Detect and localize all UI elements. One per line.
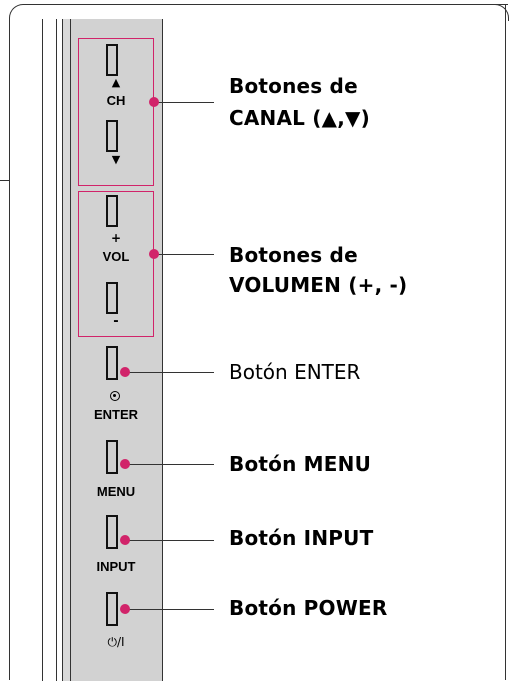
input-pointer-dot xyxy=(120,535,130,545)
channel-up-button[interactable] xyxy=(106,44,118,76)
volume-plus-icon: + xyxy=(110,231,122,245)
frame-left-tick xyxy=(0,180,9,181)
input-connector-line xyxy=(127,540,214,541)
diagram-frame xyxy=(9,4,508,680)
enter-button[interactable] xyxy=(106,346,118,380)
volume-connector-line xyxy=(157,254,214,255)
tv-edge-line-2 xyxy=(56,19,57,681)
menu-callout: Botón MENU xyxy=(229,452,372,476)
volume-callout-line2: VOLUMEN (+, -) xyxy=(229,273,408,297)
input-callout: Botón INPUT xyxy=(229,526,374,550)
volume-minus-icon: - xyxy=(113,314,119,329)
enter-icon xyxy=(110,391,120,401)
power-callout: Botón POWER xyxy=(229,596,388,620)
enter-pointer-dot xyxy=(120,367,130,377)
channel-callout-line1: Botones de xyxy=(229,74,358,98)
enter-callout: Botón ENTER xyxy=(229,360,361,384)
menu-connector-line xyxy=(127,464,214,465)
channel-label: CH xyxy=(106,93,126,108)
tv-edge-line-3 xyxy=(62,19,63,681)
input-label: INPUT xyxy=(96,559,136,574)
volume-up-button[interactable] xyxy=(106,195,118,227)
menu-pointer-dot xyxy=(120,459,130,469)
power-icon: ⏻/I xyxy=(107,635,125,649)
channel-connector-line xyxy=(157,102,214,103)
channel-down-button[interactable] xyxy=(106,120,118,152)
tv-edge-line-1 xyxy=(42,19,43,681)
volume-callout-line1: Botones de xyxy=(229,243,358,267)
frame-right-border xyxy=(505,4,506,680)
menu-button[interactable] xyxy=(106,440,118,474)
volume-pointer-dot xyxy=(149,249,159,259)
menu-label: MENU xyxy=(96,484,136,499)
power-button[interactable] xyxy=(106,592,118,626)
power-pointer-dot xyxy=(120,604,130,614)
power-connector-line xyxy=(127,609,214,610)
channel-down-arrow-icon: ▼ xyxy=(111,153,121,166)
channel-group-box xyxy=(78,38,154,186)
volume-label: VOL xyxy=(102,249,130,264)
volume-down-button[interactable] xyxy=(106,282,118,314)
channel-pointer-dot xyxy=(149,97,159,107)
input-button[interactable] xyxy=(106,515,118,549)
enter-connector-line xyxy=(127,372,214,373)
enter-label: ENTER xyxy=(93,407,139,422)
channel-callout-line2: CANAL (▲,▼) xyxy=(229,106,370,130)
tv-edge-strip xyxy=(63,19,70,681)
channel-up-arrow-icon: ▲ xyxy=(111,76,121,89)
volume-group-box xyxy=(78,191,154,337)
